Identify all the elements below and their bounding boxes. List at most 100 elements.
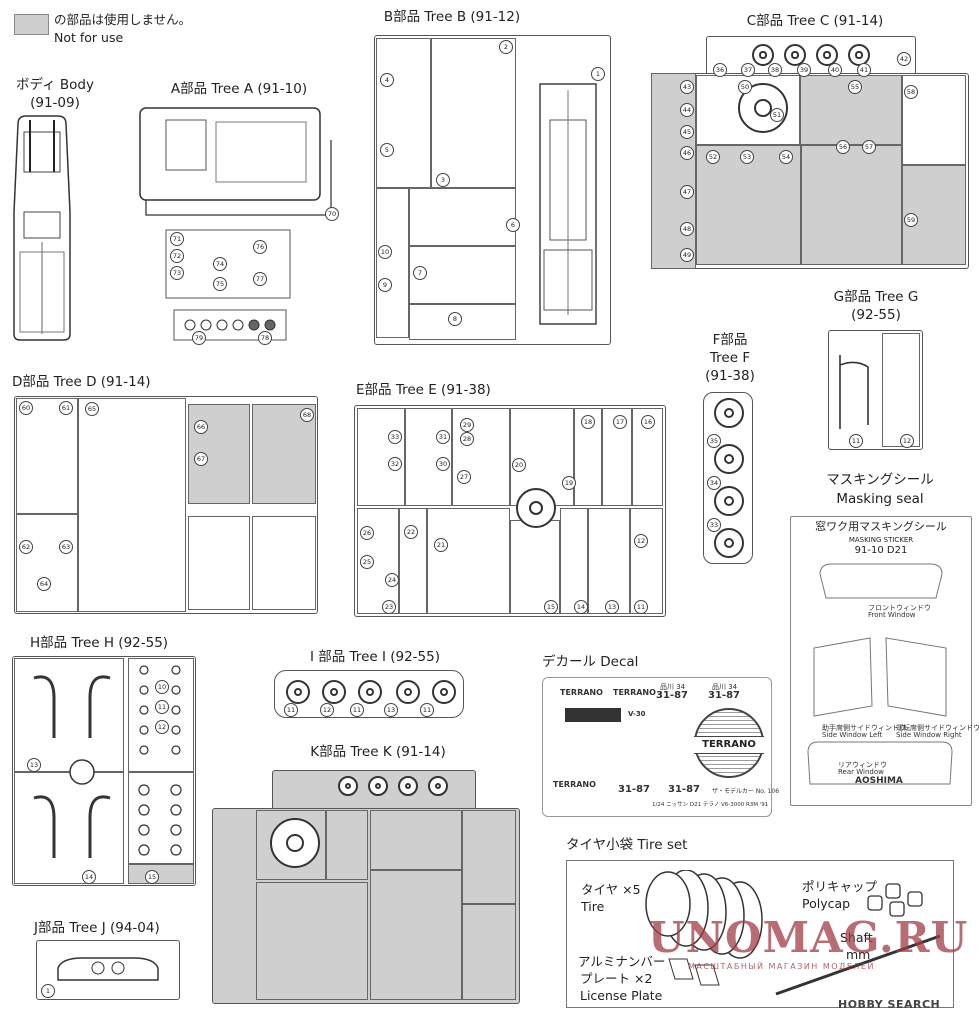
part-number: 14	[82, 870, 96, 884]
part-number: 78	[258, 331, 272, 345]
tree-c-unused-cell	[800, 75, 902, 145]
wheel-part	[338, 776, 358, 796]
tree-b-cell	[431, 38, 516, 188]
part-number: 2	[499, 40, 513, 54]
tree-e-cell	[427, 508, 510, 614]
part-number: 54	[779, 150, 793, 164]
part-number: 3	[436, 173, 450, 187]
part-number: 11	[155, 700, 169, 714]
decal-plate-number-2: 31-87	[708, 690, 740, 701]
part-number: 53	[740, 150, 754, 164]
part-number: 73	[170, 266, 184, 280]
tree-k-cell	[462, 904, 516, 1000]
part-number: 1	[591, 67, 605, 81]
part-number: 49	[680, 248, 694, 262]
part-number: 17	[613, 415, 627, 429]
wheel-part	[286, 680, 310, 704]
wheel-part	[714, 444, 744, 474]
body-shell-drawing	[13, 115, 71, 341]
license-plates-drawing	[668, 958, 720, 986]
tree-j-grille-drawing	[57, 957, 159, 981]
part-number: 44	[680, 103, 694, 117]
part-number: 77	[253, 272, 267, 286]
tire-stack-drawing	[645, 870, 763, 959]
part-number: 55	[848, 80, 862, 94]
tree-g-bumper-drawing	[839, 355, 869, 429]
tree-h-title: H部品 Tree H (92-55)	[30, 635, 169, 651]
tree-g-title: G部品 Tree G	[833, 289, 919, 305]
part-number: 13	[605, 600, 619, 614]
masking-sheet-title: 窓ワク用マスキングシール	[815, 520, 947, 533]
part-number: 68	[300, 408, 314, 422]
part-number: 12	[634, 534, 648, 548]
part-number: 48	[680, 222, 694, 236]
tree-e-cell	[630, 508, 663, 614]
part-number: 57	[862, 140, 876, 154]
part-number: 56	[836, 140, 850, 154]
tree-k-title: K部品 Tree K (91-14)	[310, 744, 446, 760]
tire-set-title: タイヤ小袋 Tire set	[566, 837, 688, 853]
tree-i-title: I 部品 Tree I (92-55)	[309, 649, 441, 665]
wheel-part	[432, 680, 456, 704]
part-number: 11	[634, 600, 648, 614]
wheel-part	[368, 776, 388, 796]
part-number: 4	[380, 73, 394, 87]
part-number: 60	[19, 401, 33, 415]
tree-k-cell	[326, 810, 368, 880]
part-number: 24	[385, 573, 399, 587]
part-number: 15	[544, 600, 558, 614]
shaft-drawing	[775, 934, 941, 996]
part-number: 39	[797, 63, 811, 77]
tree-g-code: (92-55)	[851, 307, 901, 323]
part-number: 19	[562, 476, 576, 490]
part-number: 11	[350, 703, 364, 717]
part-number: 11	[849, 434, 863, 448]
tree-f-code: (91-38)	[705, 368, 755, 384]
part-number: 35	[707, 434, 721, 448]
tree-e-cell	[560, 508, 588, 614]
tree-b-cell	[409, 188, 516, 246]
tree-e-cell	[399, 508, 427, 614]
unomag-watermark-sub: МАСШТАБНЫЙ МАГАЗИН МОДЕЛЕЙ	[688, 962, 875, 971]
part-number: 10	[155, 680, 169, 694]
part-number: 50	[738, 80, 752, 94]
decal-plate-number-3: 31-87	[618, 784, 650, 795]
part-number: 37	[741, 63, 755, 77]
part-number: 13	[27, 758, 41, 772]
tree-e-title: E部品 Tree E (91-38)	[356, 382, 491, 398]
part-number: 26	[360, 526, 374, 540]
decal-gauge-panel	[565, 708, 621, 722]
plate-label-jp2: プレート ×2	[580, 971, 653, 986]
part-number: 31	[436, 430, 450, 444]
masking-title-en: Masking seal	[836, 491, 924, 507]
not-for-use-swatch	[14, 14, 49, 35]
decal-footer: ザ・モデルカー No. 106	[712, 788, 780, 795]
mask-side-right-en: Side Window Right	[896, 731, 962, 739]
plate-label-jp1: アルミナンバー	[578, 954, 666, 969]
wheel-part	[396, 680, 420, 704]
tree-h-parts-drawing	[33, 665, 182, 858]
tree-k-cell	[370, 870, 462, 1000]
part-number: 8	[448, 312, 462, 326]
part-number: 13	[384, 703, 398, 717]
wheel-part	[358, 680, 382, 704]
decal-title: デカール Decal	[542, 654, 639, 670]
tree-d-cell	[16, 514, 78, 612]
tire-label-jp: タイヤ ×5	[581, 882, 641, 897]
part-number: 10	[378, 245, 392, 259]
mask-rear-en: Rear Window	[838, 768, 884, 776]
mask-side-left-en: Side Window Left	[822, 731, 883, 739]
tree-c-unused-cell	[696, 145, 801, 265]
mask-side-left-jp: 助手席側サイドウィンドウ	[822, 724, 906, 732]
part-number: 20	[512, 458, 526, 472]
part-number: 61	[59, 401, 73, 415]
tree-h-cell	[14, 772, 124, 884]
part-number: 51	[770, 108, 784, 122]
part-number: 9	[378, 278, 392, 292]
shaft-label: Shaft	[840, 930, 873, 945]
decal-plate-region: 品川 34	[660, 683, 686, 691]
part-number: 7	[413, 266, 427, 280]
plate-label-en: License Plate	[580, 988, 663, 1003]
part-number: 71	[170, 232, 184, 246]
part-number: 46	[680, 146, 694, 160]
